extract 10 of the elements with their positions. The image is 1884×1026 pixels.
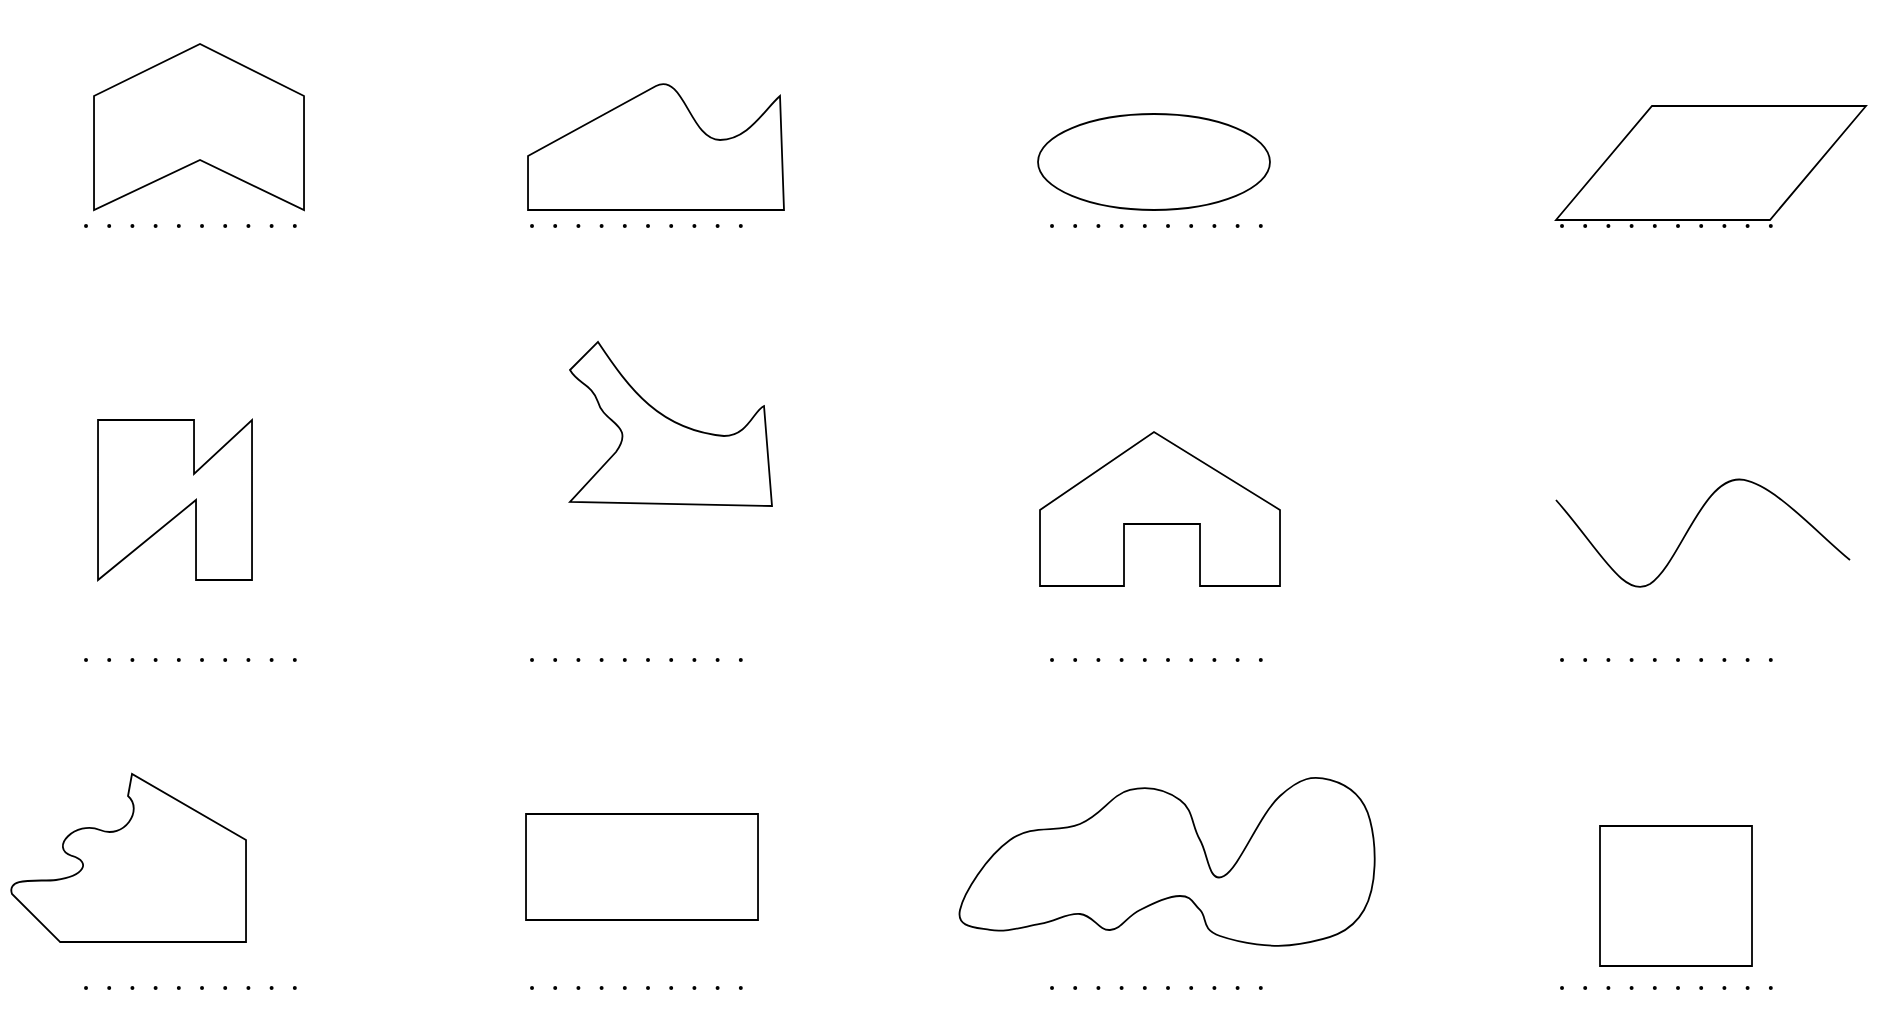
shape-outline [1555, 479, 1851, 588]
shape-outline [569, 341, 773, 507]
shape-outline [1039, 430, 1281, 587]
shape-outline [93, 43, 305, 212]
shape-outline [10, 773, 247, 943]
shape-outline [527, 83, 785, 211]
shape-outline [958, 777, 1376, 947]
shape-outline [525, 813, 759, 921]
shape-outline [1037, 113, 1271, 211]
shape-outline [1599, 825, 1753, 967]
